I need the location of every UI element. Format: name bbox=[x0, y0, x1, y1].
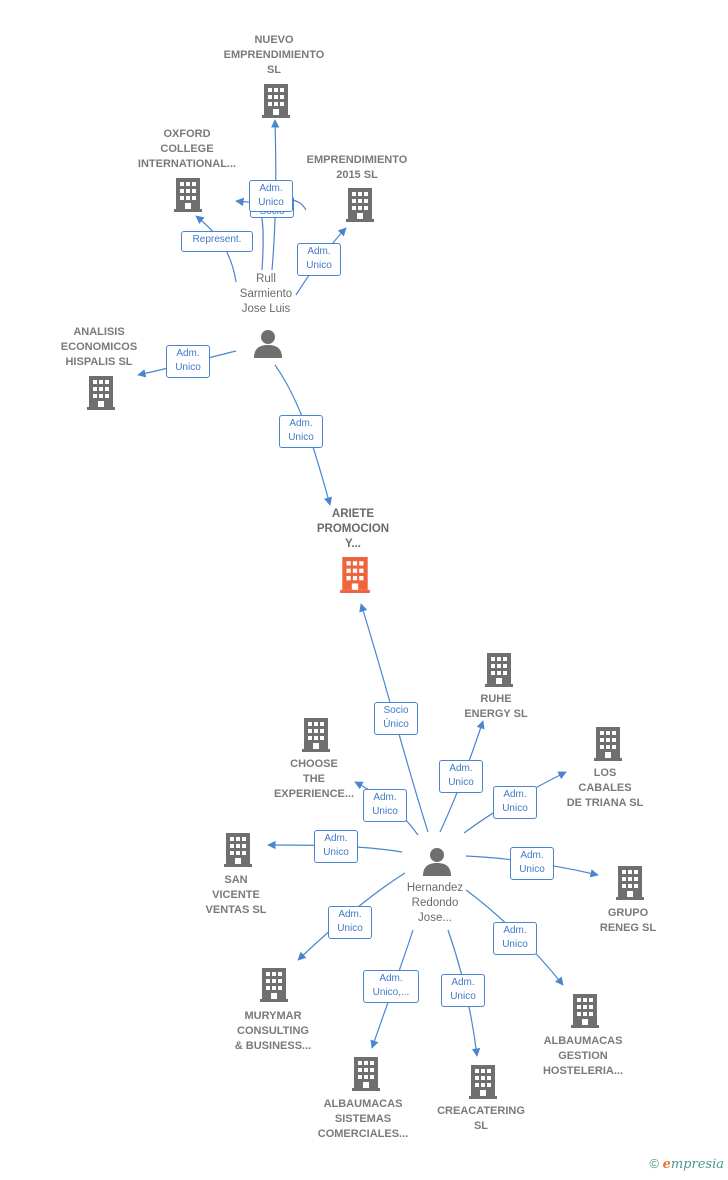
node-label-cabales[interactable]: LOS CABALES DE TRIANA SL bbox=[566, 767, 644, 809]
node-label-creacatering[interactable]: CREACATERING SL bbox=[437, 1105, 525, 1132]
node-label-sanvicente[interactable]: SAN VICENTE VENTAS SL bbox=[205, 874, 267, 916]
building-icon-emp2015[interactable] bbox=[346, 188, 374, 222]
node-label-nuevo[interactable]: NUEVO EMPRENDIMIENTO SL bbox=[223, 34, 325, 76]
edge-label-rull-emp2015: Adm. Unico bbox=[297, 243, 341, 276]
node-label-albgestion[interactable]: ALBAUMACAS GESTION HOSTELERIA... bbox=[542, 1035, 624, 1077]
building-icon-albsistemas[interactable] bbox=[352, 1057, 380, 1091]
building-icon-ruhe[interactable] bbox=[485, 653, 513, 687]
building-icon-analisis[interactable] bbox=[87, 376, 115, 410]
brand-rest: mpresia bbox=[670, 1157, 724, 1172]
brand-e: e bbox=[662, 1157, 671, 1172]
edge-label-hern-albgestion: Adm. Unico bbox=[493, 922, 537, 955]
node-label-ariete[interactable]: ARIETE PROMOCION Y... bbox=[316, 508, 390, 550]
node-label-albsistemas[interactable]: ALBAUMACAS SISTEMAS COMERCIALES... bbox=[317, 1098, 409, 1140]
person-icon-hernandez[interactable] bbox=[423, 848, 451, 876]
building-icon-albgestion[interactable] bbox=[571, 994, 599, 1028]
node-label-emp2015[interactable]: EMPRENDIMIENTO 2015 SL bbox=[306, 154, 408, 181]
edge-label-hern-sanvicente: Adm. Unico bbox=[314, 830, 358, 863]
edge-label-hern-choose: Adm. Unico bbox=[363, 789, 407, 822]
building-icon-murymar[interactable] bbox=[260, 968, 288, 1002]
building-icon-cabales[interactable] bbox=[594, 727, 622, 761]
node-label-reneg[interactable]: GRUPO RENEG SL bbox=[599, 907, 657, 934]
edge-label-hern-murymar: Adm. Unico bbox=[328, 906, 372, 939]
node-label-murymar[interactable]: MURYMAR CONSULTING & BUSINESS... bbox=[234, 1010, 312, 1052]
copyright-icon: © bbox=[649, 1156, 659, 1171]
edge-rull-emp2015-2 bbox=[292, 199, 307, 211]
person-label-hernandez[interactable]: Hernandez Redondo Jose... bbox=[406, 882, 464, 924]
edge-label-hern-reneg: Adm. Unico bbox=[510, 847, 554, 880]
node-label-ruhe[interactable]: RUHE ENERGY SL bbox=[464, 693, 528, 720]
edge-label-rull-analisis: Adm. Unico bbox=[166, 345, 210, 378]
empresia-logo[interactable]: © empresia bbox=[649, 1156, 724, 1172]
edge-label-hern-ariete: Socio Único bbox=[374, 702, 418, 735]
building-icon-ariete[interactable] bbox=[340, 557, 370, 593]
node-label-analisis[interactable]: ANALISIS ECONOMICOS HISPALIS SL bbox=[60, 326, 138, 368]
node-label-oxford[interactable]: OXFORD COLLEGE INTERNATIONAL... bbox=[137, 128, 237, 170]
building-icon-choose[interactable] bbox=[302, 718, 330, 752]
node-label-choose[interactable]: CHOOSE THE EXPERIENCE... bbox=[273, 758, 355, 800]
edge-label-hern-ruhe: Adm. Unico bbox=[439, 760, 483, 793]
building-icon-creacatering[interactable] bbox=[469, 1065, 497, 1099]
edge-label-rull-nuevo: Adm. Unico bbox=[249, 180, 293, 212]
edge-label-hern-albsistemas: Adm. Unico,... bbox=[363, 970, 419, 1003]
edge-label-rull-ariete: Adm. Unico bbox=[279, 415, 323, 448]
edge-label-rull-oxford: Represent. bbox=[181, 231, 253, 252]
building-icon-reneg[interactable] bbox=[616, 866, 644, 900]
person-label-rull[interactable]: Rull Sarmiento Jose Luis bbox=[239, 273, 293, 315]
edge-label-hern-creacatering: Adm. Unico bbox=[441, 974, 485, 1007]
edge-label-hern-cabales: Adm. Unico bbox=[493, 786, 537, 819]
building-icon-sanvicente[interactable] bbox=[224, 833, 252, 867]
building-icon-oxford[interactable] bbox=[174, 178, 202, 212]
building-icon-nuevo[interactable] bbox=[262, 84, 290, 118]
person-icon-rull[interactable] bbox=[254, 330, 282, 358]
